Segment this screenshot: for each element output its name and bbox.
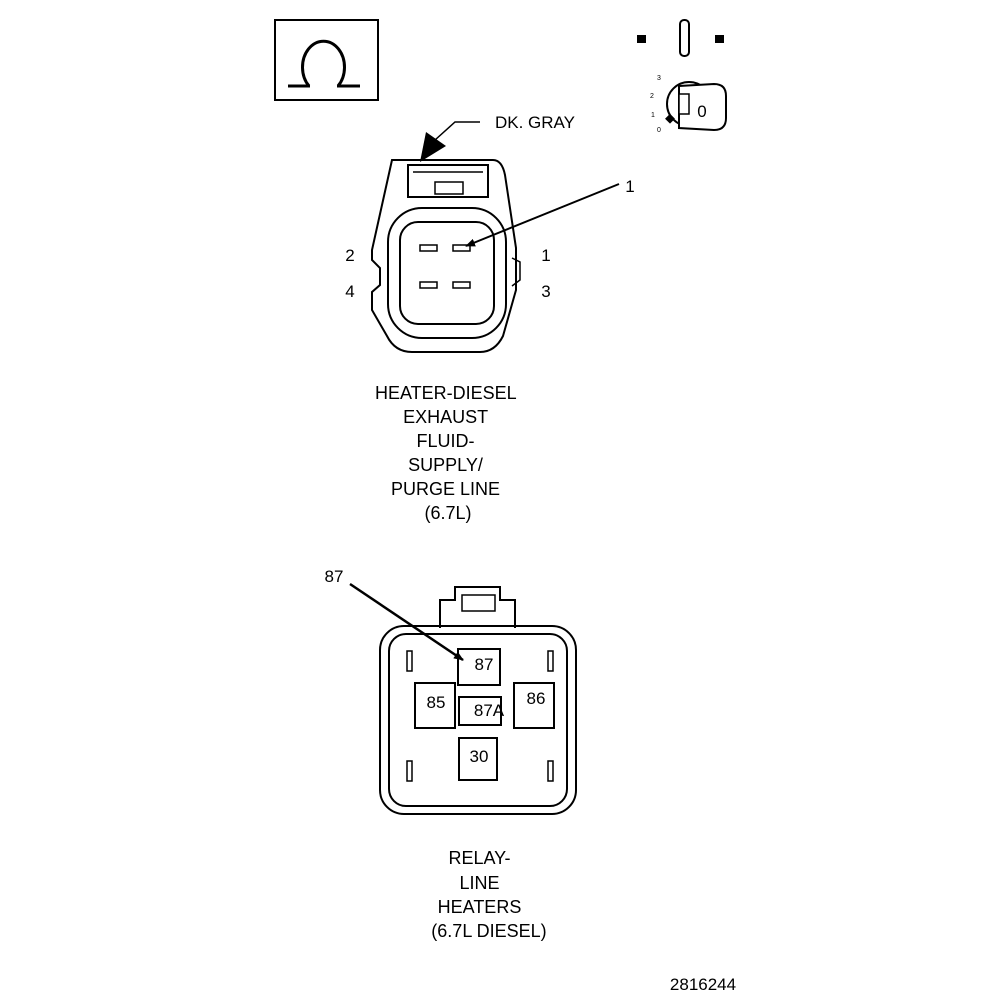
figure-number: 2816244 — [670, 975, 736, 994]
relay-connector-caption: RELAY- LINE HEATERS (6.7L DIESEL) — [431, 848, 546, 941]
heater-connector: DK. GRAY 2 4 1 3 1 HEATER-DIESEL EXHAUST… — [345, 113, 634, 523]
pin-label-4: 4 — [345, 282, 354, 301]
key-position-0: 0 — [657, 127, 661, 134]
ignition-key-icon: 0 3 2 1 0 — [637, 19, 727, 134]
pin-label-1: 1 — [541, 246, 550, 265]
terminal-30-label: 30 — [470, 747, 489, 766]
key-position-2: 2 — [650, 93, 654, 100]
terminal-87-label: 87 — [475, 655, 494, 674]
caption-line: (6.7L DIESEL) — [431, 921, 546, 941]
heater-connector-caption: HEATER-DIESEL EXHAUST FLUID- SUPPLY/ PUR… — [375, 383, 521, 523]
pin-callout-label: 1 — [625, 177, 634, 196]
terminal-86-label: 86 — [527, 689, 546, 708]
pin-label-3: 3 — [541, 282, 550, 301]
relay-connector: 87 85 87A 86 30 87 RELAY- LINE HEATERS (… — [325, 567, 577, 941]
caption-line: (6.7L) — [424, 503, 471, 523]
caption-line: SUPPLY/ — [408, 455, 483, 475]
caption-line: FLUID- — [416, 431, 474, 451]
caption-line: LINE — [459, 873, 499, 893]
pin-label-2: 2 — [345, 246, 354, 265]
ohm-symbol-icon — [274, 19, 379, 101]
terminal-85-label: 85 — [427, 693, 446, 712]
key-position-label: 0 — [697, 102, 706, 121]
relay-callout-label: 87 — [325, 567, 344, 586]
caption-line: RELAY- — [448, 848, 510, 868]
caption-line: PURGE LINE — [391, 479, 500, 499]
caption-line: HEATERS — [438, 897, 522, 917]
terminal-87a-label: 87A — [474, 701, 505, 720]
key-position-1: 1 — [651, 112, 655, 119]
caption-line: HEATER-DIESEL — [375, 383, 517, 403]
wire-color-label: DK. GRAY — [495, 113, 575, 132]
key-position-3: 3 — [657, 75, 661, 82]
caption-line: EXHAUST — [403, 407, 488, 427]
